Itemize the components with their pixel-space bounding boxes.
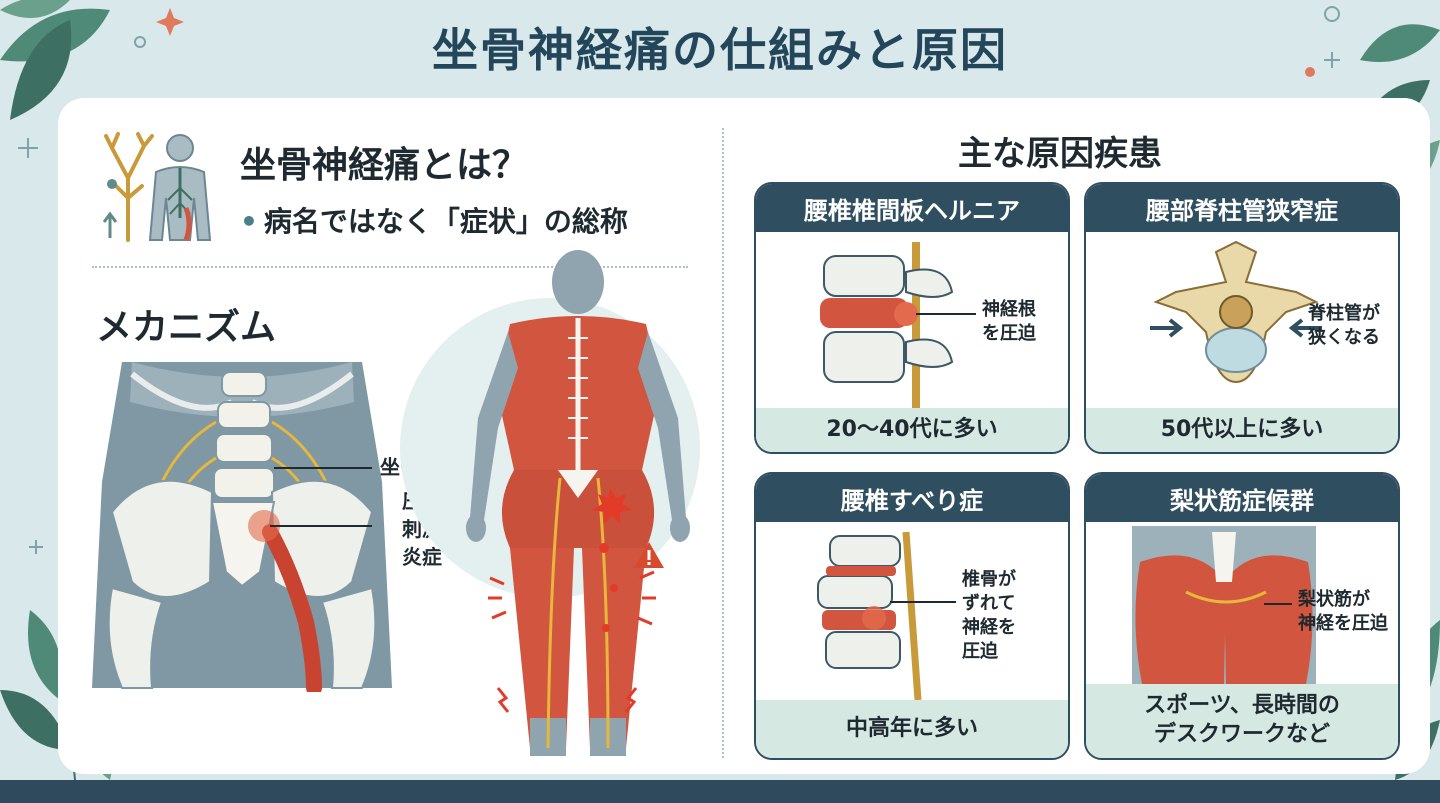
- pelvis-illustration: [92, 362, 392, 692]
- back-body-illustration: [400, 250, 700, 756]
- card-title: 腰椎椎間板ヘルニア: [756, 184, 1068, 232]
- page-title: 坐骨神経痛の仕組みと原因: [432, 23, 1008, 77]
- horizontal-divider: [92, 266, 688, 268]
- card-illustration: 脊柱管が 狭くなる: [1086, 232, 1398, 408]
- card-illustration: 梨状筋が 神経を圧迫: [1086, 522, 1398, 684]
- card-footer-line: 50代以上に多い: [1160, 416, 1324, 442]
- card-footer-line: スポーツ、長時間の: [1144, 693, 1340, 719]
- card-footer: 20〜40代に多い: [756, 408, 1068, 452]
- leaf-icon: [0, 0, 110, 120]
- card-note-3: 神経を: [962, 617, 1016, 638]
- card-title: 腰椎すべり症: [756, 474, 1068, 522]
- card-note-2: ずれて: [962, 593, 1016, 614]
- mechanism-leader-lines: [270, 467, 372, 527]
- card-note-2: 神経を圧迫: [1298, 613, 1388, 634]
- card-note-1: 神経根: [982, 299, 1036, 320]
- warning-icon: [634, 542, 664, 568]
- cause-card-spinal-stenosis: 腰部脊柱管狭窄症 脊柱管が 狭くなる 50代以上に多い: [1084, 182, 1400, 454]
- card-title: 腰部脊柱管狭窄症: [1086, 184, 1398, 232]
- causes-heading: 主な原因疾患: [958, 134, 1162, 174]
- intro-bullet-text: 病名ではなく「症状」の総称: [263, 205, 628, 238]
- spinal-stenosis-illustration: [1150, 240, 1322, 384]
- card-illustration: 椎骨が ずれて 神経を 圧迫: [756, 522, 1068, 700]
- piriformis-illustration: [1132, 526, 1316, 684]
- card-note-4: 圧迫: [962, 641, 998, 662]
- card-illustration: 神経根 を圧迫: [756, 232, 1068, 408]
- card-note-1: 脊柱管が: [1308, 303, 1380, 324]
- card-footer-line: 中高年に多い: [845, 715, 978, 741]
- bullet-mark: •: [240, 205, 258, 238]
- disc-herniation-illustration: [820, 242, 976, 408]
- cause-card-disc-herniation: 腰椎椎間板ヘルニア 神経根 を圧迫 20〜40代に多い: [754, 182, 1070, 454]
- intro-bullet: •病名ではなく「症状」の総称: [240, 200, 628, 240]
- mechanism-heading: メカニズム: [96, 307, 277, 348]
- card-footer-line: 20〜40代に多い: [826, 416, 998, 442]
- card-title: 梨状筋症候群: [1086, 474, 1398, 522]
- card-note-1: 梨状筋が: [1298, 589, 1370, 610]
- card-note-1: 椎骨が: [962, 569, 1016, 590]
- intro-heading: 坐骨神経痛とは？: [240, 145, 529, 186]
- label-cause-3: 炎症: [402, 545, 442, 569]
- card-footer: スポーツ、長時間の デスクワークなど: [1086, 684, 1398, 758]
- footer-bar: [0, 780, 1440, 803]
- cause-card-spondylolisthesis: 腰椎すべり症 椎骨が ずれて 神経を 圧迫 中高年に多い: [754, 472, 1070, 760]
- cause-card-piriformis-syndrome: 梨状筋症候群 梨状筋が 神経を圧迫 スポーツ、長時間の デスクワークなど: [1084, 472, 1400, 760]
- card-note-2: を圧迫: [982, 323, 1036, 344]
- card-footer-line: デスクワークなど: [1153, 722, 1330, 747]
- card-note-2: 狭くなる: [1308, 327, 1380, 348]
- card-footer: 中高年に多い: [756, 700, 1068, 758]
- spondylolisthesis-illustration: [817, 531, 956, 700]
- card-footer: 50代以上に多い: [1086, 408, 1398, 452]
- vertical-divider: [722, 128, 724, 758]
- body-outline-icon: [148, 134, 212, 241]
- nerve-tree-icon: [102, 132, 154, 242]
